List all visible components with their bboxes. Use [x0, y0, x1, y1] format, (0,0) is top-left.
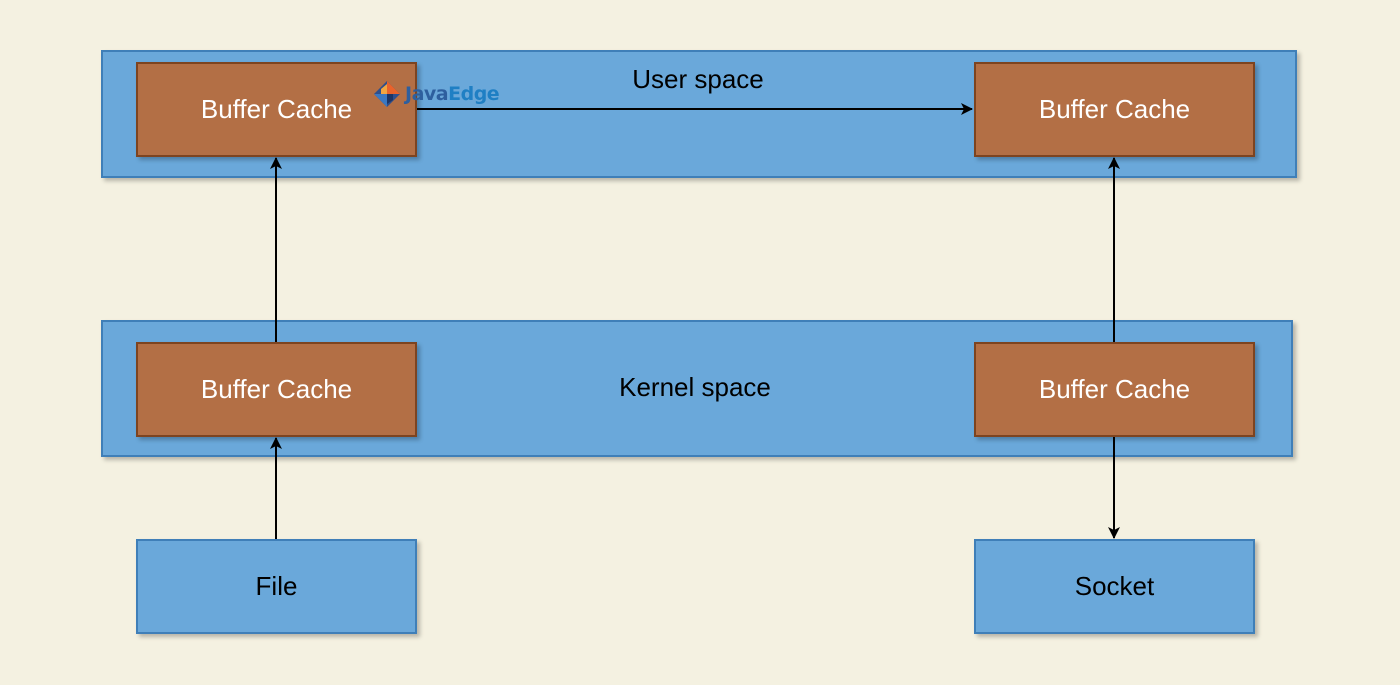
watermark-text: JavaEdge	[405, 83, 500, 105]
kernel-buffer-cache-left: Buffer Cache	[136, 342, 417, 437]
user-buffer-cache-right: Buffer Cache	[974, 62, 1255, 157]
javaedge-watermark: JavaEdge	[372, 80, 500, 108]
watermark-edge-text: Edge	[448, 83, 500, 105]
kernel-buffer-cache-right: Buffer Cache	[974, 342, 1255, 437]
user-space-label: User space	[632, 64, 764, 94]
file-node: File	[136, 539, 417, 634]
watermark-java-text: Java	[405, 83, 449, 105]
kernel-space-label: Kernel space	[619, 372, 771, 402]
javaedge-logo-icon	[374, 81, 400, 107]
user-buffer-cache-left: Buffer Cache	[136, 62, 417, 157]
socket-node: Socket	[974, 539, 1255, 634]
